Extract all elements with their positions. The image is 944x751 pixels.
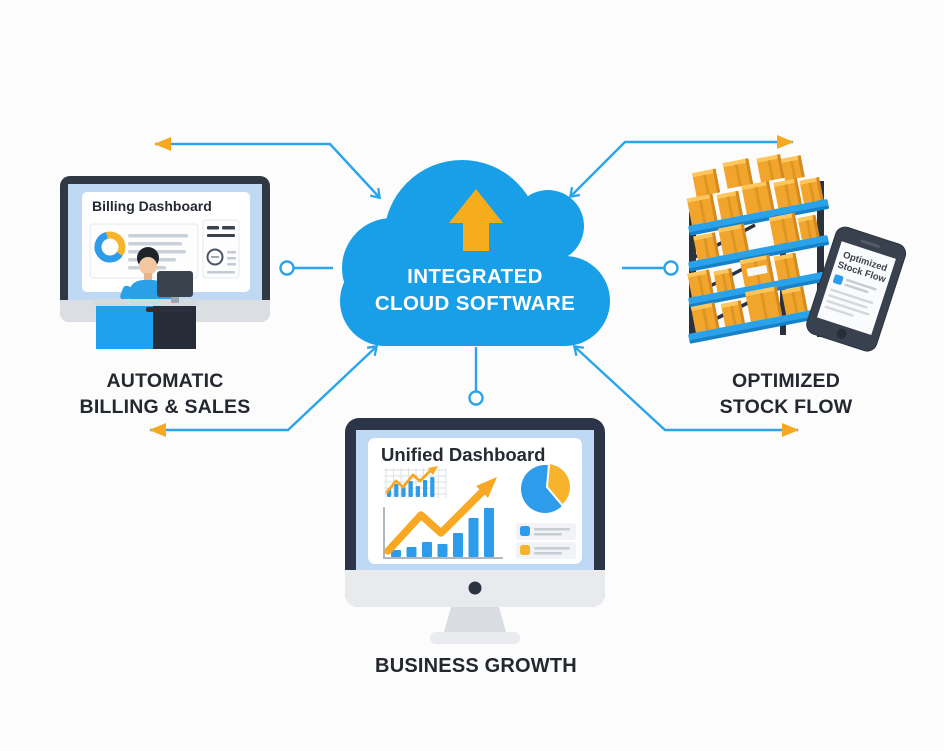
mini-bar-chart (384, 466, 447, 498)
keyboard (146, 307, 192, 312)
connector-arrow-bottom-right (572, 344, 799, 437)
mini-trend-arrow-icon (428, 466, 438, 475)
person-face (139, 257, 157, 275)
shelf-row (688, 212, 830, 272)
gauge-icon (206, 248, 224, 266)
cloud-upload-arrow-icon (449, 189, 503, 251)
stock-box (692, 168, 721, 197)
stock-box (720, 300, 745, 327)
shelf-post (817, 181, 824, 337)
shelf-row (688, 286, 830, 344)
stock-box (690, 302, 720, 333)
legend-list (516, 523, 576, 559)
stock-box (739, 254, 775, 287)
stock-box (718, 223, 749, 256)
desk-monitor (146, 271, 193, 312)
stock-box (722, 158, 754, 189)
monitor-base (430, 632, 520, 644)
cloud-shape (340, 160, 610, 346)
stock-box (769, 212, 800, 246)
stock-box (713, 268, 736, 293)
stock-tablet: Optimized Stock Flow (806, 226, 907, 352)
connector-node-left (279, 260, 295, 276)
stock-box (773, 252, 800, 281)
billing-monitor (60, 176, 270, 349)
stock-box (693, 232, 720, 261)
stock-box (686, 193, 718, 226)
stock-box (756, 154, 785, 183)
connector-arrow-top-right (568, 135, 794, 199)
legend-swatch-blue (520, 526, 530, 536)
shelf-rows (686, 154, 830, 344)
connectors (149, 135, 799, 437)
connector-arrow-top-left (154, 137, 382, 200)
camera-dot-icon (468, 581, 482, 595)
stock-box (716, 190, 743, 220)
monitor-stand (444, 607, 506, 632)
stock-box (745, 286, 783, 322)
tablet-text-lines (824, 288, 874, 317)
tablet-text-lines (844, 278, 877, 294)
stock-box (780, 155, 805, 181)
stock-box (773, 178, 802, 209)
tablet-speaker (860, 239, 880, 248)
stock-box (797, 214, 820, 240)
growth-monitor (345, 418, 605, 644)
stock-box (687, 269, 714, 298)
stock-box (741, 180, 775, 215)
growth-trend-arrow-icon (476, 477, 497, 498)
pie-chart (521, 462, 572, 513)
main-bar-chart (383, 477, 503, 559)
stock-shelf (686, 154, 830, 344)
connector-node-bottom (468, 390, 484, 406)
tablet-home-button (836, 328, 847, 339)
stock-box (781, 286, 808, 315)
billing-side-panel (202, 219, 240, 279)
billing-donut-chart (94, 231, 126, 263)
desk (94, 299, 198, 349)
stock-box (799, 177, 824, 204)
connector-node-right (663, 260, 679, 276)
connector-arrow-bottom-left (149, 344, 379, 437)
legend-swatch-yellow (520, 545, 530, 555)
